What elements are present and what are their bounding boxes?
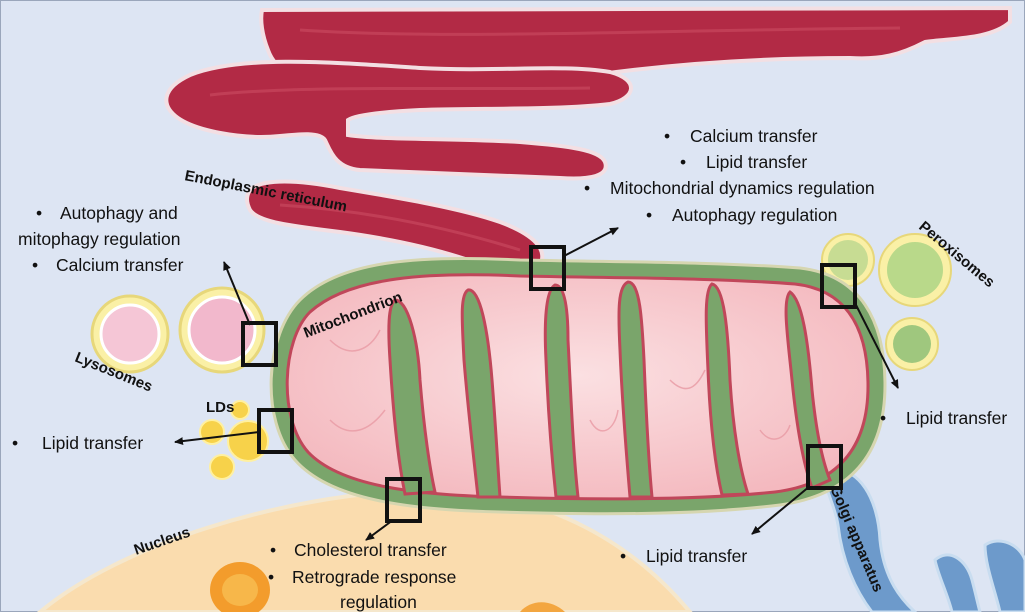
er-function-4: Autophagy regulation bbox=[672, 205, 837, 225]
svg-text:•: • bbox=[32, 255, 38, 275]
svg-text:•: • bbox=[880, 408, 886, 428]
svg-text:•: • bbox=[584, 178, 590, 198]
nucleus-function-2b: regulation bbox=[340, 592, 417, 612]
svg-text:•: • bbox=[620, 546, 626, 566]
er-function-2: Lipid transfer bbox=[706, 152, 807, 172]
lysosome-function-1a: Autophagy and bbox=[60, 203, 178, 223]
nucleus-function-1: Cholesterol transfer bbox=[294, 540, 447, 560]
peroxisome-function: Lipid transfer bbox=[906, 408, 1007, 428]
svg-text:•: • bbox=[664, 126, 670, 146]
svg-text:•: • bbox=[12, 433, 18, 453]
svg-text:•: • bbox=[268, 567, 274, 587]
lds-label: LDs bbox=[206, 399, 234, 416]
lysosome-function-1b: mitophagy regulation bbox=[18, 229, 180, 249]
lysosome-right bbox=[180, 288, 264, 372]
er-function-3: Mitochondrial dynamics regulation bbox=[610, 178, 875, 198]
nucleus-function-2a: Retrograde response bbox=[292, 567, 456, 587]
golgi-function: Lipid transfer bbox=[646, 546, 747, 566]
mitochondrion bbox=[271, 258, 885, 513]
lysosome-function-2: Calcium transfer bbox=[56, 255, 184, 275]
er-function-1: Calcium transfer bbox=[690, 126, 818, 146]
svg-text:•: • bbox=[270, 540, 276, 560]
svg-text:•: • bbox=[646, 205, 652, 225]
ld-function: Lipid transfer bbox=[42, 433, 143, 453]
svg-text:•: • bbox=[680, 152, 686, 172]
svg-text:•: • bbox=[36, 203, 42, 223]
